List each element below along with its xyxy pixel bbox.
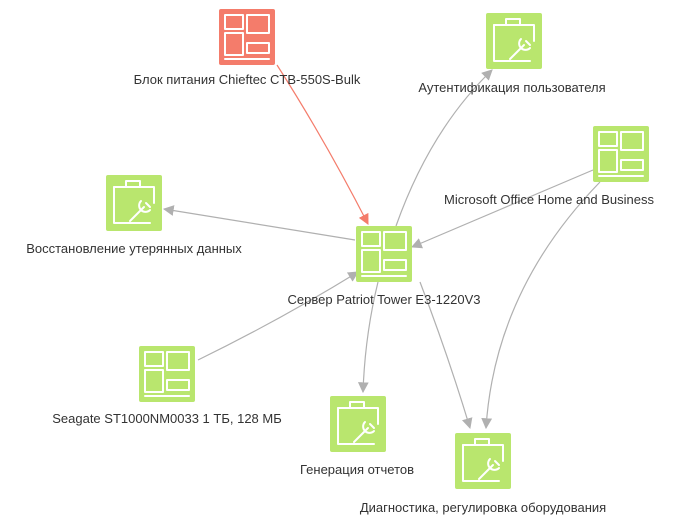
node-seagate[interactable]: Seagate ST1000NM0033 1 ТБ, 128 МБ (52, 346, 282, 426)
node-diagnostics[interactable]: Диагностика, регулировка оборудования (360, 433, 606, 515)
service-icon (462, 438, 504, 482)
node-diagnostics-box (455, 433, 511, 489)
node-msoffice[interactable]: Microsoft Office Home and Business (444, 126, 655, 207)
edge-msoffice-to-server[interactable] (411, 169, 594, 249)
edge-psu-to-server[interactable] (276, 64, 369, 225)
node-psu-box (219, 9, 275, 65)
node-seagate-label: Seagate ST1000NM0033 1 ТБ, 128 МБ (52, 411, 282, 426)
node-diagnostics-label: Диагностика, регулировка оборудования (360, 500, 606, 515)
node-recovery-label: Восстановление утерянных данных (26, 241, 242, 256)
node-psu[interactable]: Блок питания Chieftec CTB-550S-Bulk (134, 9, 361, 87)
hardware-icon (144, 351, 190, 397)
node-psu-label: Блок питания Chieftec CTB-550S-Bulk (134, 72, 361, 87)
node-auth-label: Аутентификация пользователя (418, 80, 605, 95)
node-auth[interactable]: Аутентификация пользователя (418, 13, 606, 95)
node-reports[interactable]: Генерация отчетов (300, 396, 414, 477)
edge-msoffice-to-diagnostics[interactable] (481, 181, 601, 430)
node-auth-box (486, 13, 542, 69)
edges (162, 64, 601, 430)
edge-server-to-diagnostics[interactable] (419, 281, 473, 430)
service-icon (493, 18, 535, 62)
hardware-icon (361, 231, 407, 277)
service-icon (337, 401, 379, 445)
node-msoffice-label: Microsoft Office Home and Business (444, 192, 655, 207)
node-server[interactable]: Сервер Patriot Tower E3-1220V3 (288, 226, 481, 307)
service-icon (113, 180, 155, 224)
node-server-box (356, 226, 412, 282)
node-seagate-box (139, 346, 195, 402)
edge-server-to-recovery[interactable] (162, 205, 356, 241)
edge-server-to-auth[interactable] (395, 69, 493, 227)
hardware-icon (598, 131, 644, 177)
edge-server-to-reports[interactable] (357, 281, 379, 394)
node-msoffice-box (593, 126, 649, 182)
hardware-icon (224, 14, 270, 60)
node-server-label: Сервер Patriot Tower E3-1220V3 (288, 292, 481, 307)
node-reports-box (330, 396, 386, 452)
node-recovery-box (106, 175, 162, 231)
node-reports-label: Генерация отчетов (300, 462, 414, 477)
edge-seagate-to-server[interactable] (197, 271, 359, 361)
node-recovery[interactable]: Восстановление утерянных данных (26, 175, 242, 256)
